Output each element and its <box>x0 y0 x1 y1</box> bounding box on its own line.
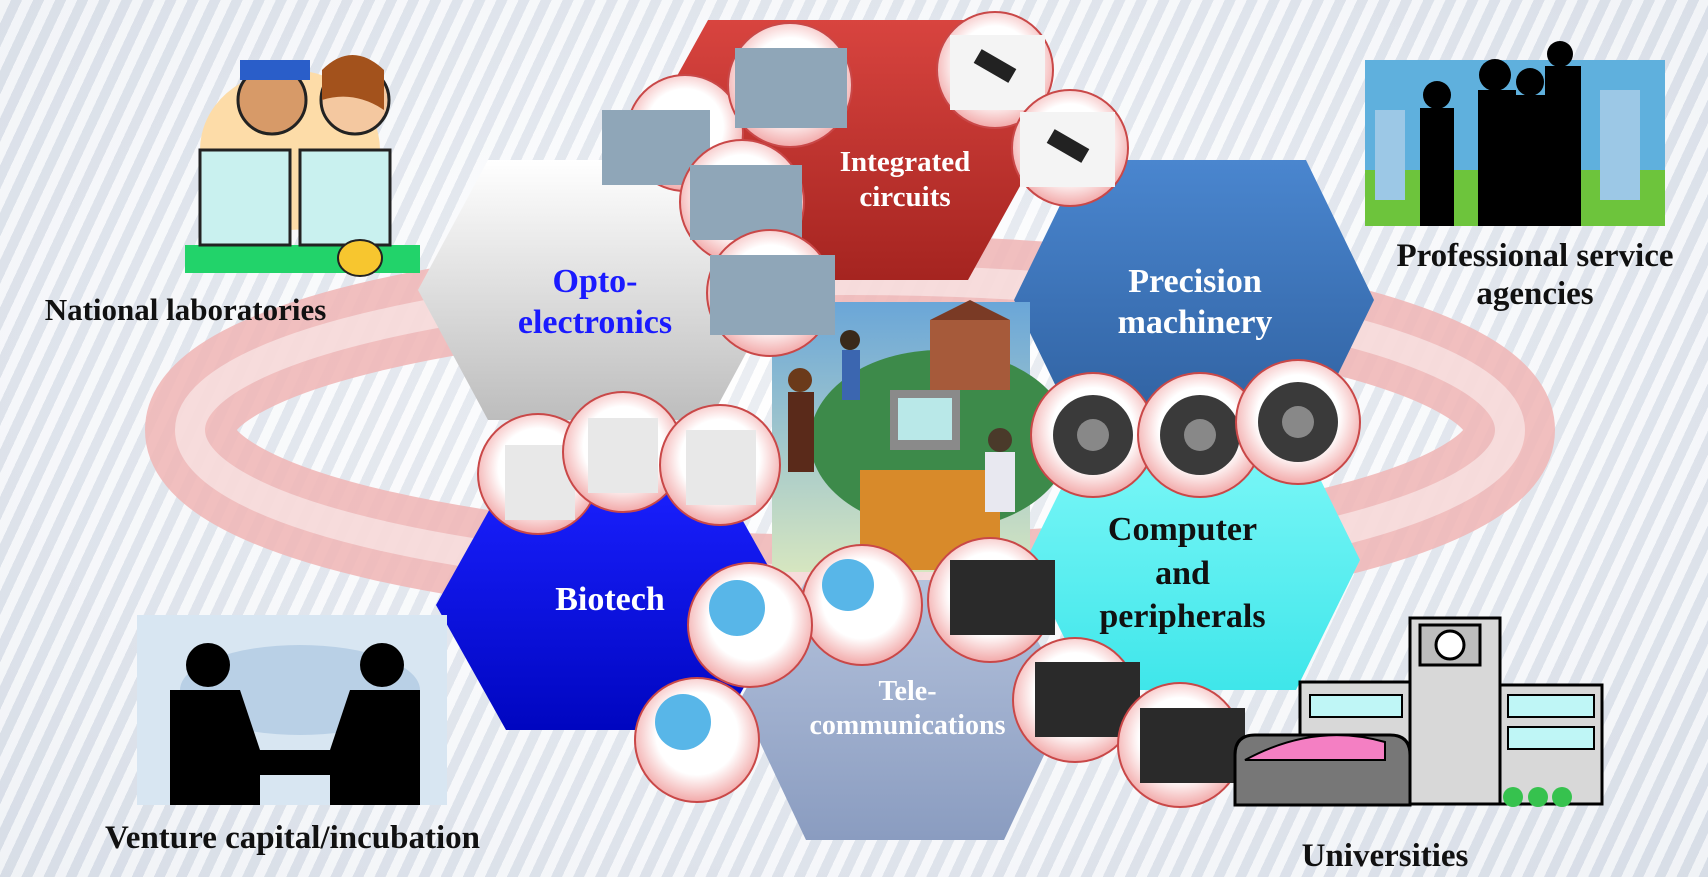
handshake-illustration <box>137 615 447 805</box>
sector-telecom-label: Tele- communications <box>785 675 1030 742</box>
sector-precision-machinery-label: Precision machinery <box>1090 262 1300 344</box>
partner-national-labs-label: National laboratories <box>44 292 327 327</box>
sector-biotech-label: Biotech <box>555 581 665 618</box>
keyboard-bubbles <box>927 537 1245 808</box>
sector-computer-line1: Computer <box>1107 511 1258 548</box>
sector-precision-line2: machinery <box>1117 303 1273 341</box>
globe-network-bubbles <box>634 544 923 803</box>
sector-computer-line3: peripherals <box>1099 598 1266 636</box>
sector-integrated-circuits-label: Integrated circuits <box>839 146 971 213</box>
sector-opto-electronics-label: Opto- electronics <box>490 262 700 344</box>
sector-opto-electronics-line2: electronics <box>517 303 673 341</box>
solar-panel-bubbles <box>602 22 853 357</box>
central-collaboration-illustration <box>772 300 1070 572</box>
partner-professional-services-label: Professional service agencies <box>1370 238 1700 314</box>
scientists-illustration <box>185 55 420 277</box>
dna-bubbles <box>477 391 781 535</box>
partner-professional-line1: Professional service <box>1396 238 1674 274</box>
partner-universities-label: Universities <box>1301 838 1469 874</box>
partner-venture-capital-label: Venture capital/incubation <box>105 820 480 856</box>
sector-telecom-line1: Tele- <box>878 676 937 707</box>
sector-telecom-line2: communications <box>809 709 1006 741</box>
sector-precision-line1: Precision <box>1128 263 1262 300</box>
partner-professional-line2: agencies <box>1476 275 1594 312</box>
sector-computer-line2: and <box>1155 554 1210 592</box>
gear-bubbles <box>1030 359 1361 498</box>
ic-chip-bubbles <box>936 11 1129 207</box>
hex-biotech <box>436 480 790 730</box>
sector-computer-peripherals-label: Computer and peripherals <box>1075 508 1290 639</box>
sector-opto-electronics-line1: Opto- <box>552 263 638 300</box>
university-building-illustration <box>1233 616 1604 807</box>
professionals-silhouette-illustration <box>1365 41 1665 226</box>
